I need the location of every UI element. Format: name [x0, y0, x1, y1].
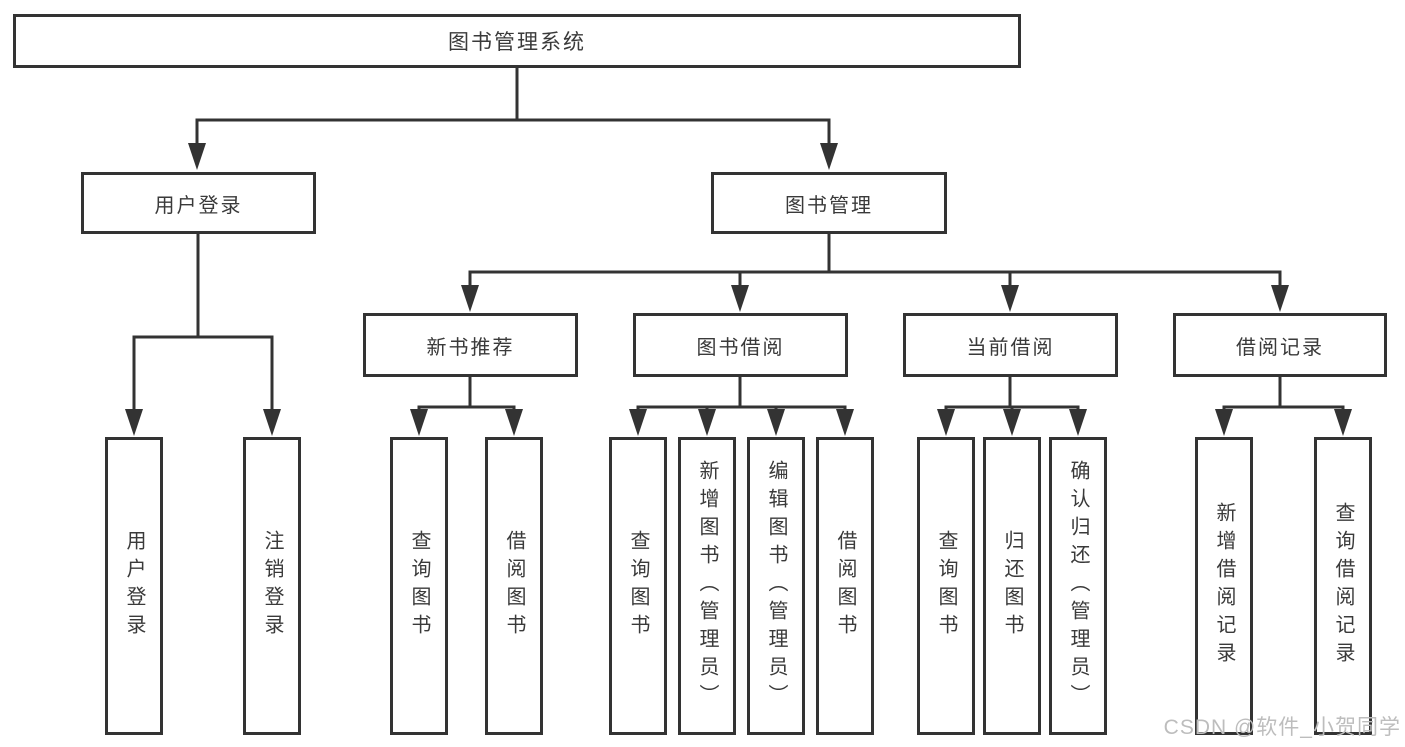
node-user-login-label: 用户登录: [154, 194, 243, 217]
leaf-borrow-borrow-book-label: 借阅图书: [834, 530, 856, 642]
leaf-rec-borrow-book-label: 借阅图书: [503, 530, 525, 642]
node-user-login: 用户登录: [81, 172, 316, 234]
leaf-query-borrow-record: 查询借阅记录: [1314, 437, 1372, 735]
leaf-user-login: 用户登录: [105, 437, 163, 735]
leaf-borrow-borrow-book: 借阅图书: [816, 437, 874, 735]
leaf-current-query-book: 查询图书: [917, 437, 975, 735]
leaf-rec-borrow-book: 借阅图书: [485, 437, 543, 735]
leaf-confirm-return-admin-label: 确认归还（管理员）: [1067, 460, 1089, 712]
node-current-borrowing: 当前借阅: [903, 313, 1118, 377]
node-book-borrowing: 图书借阅: [633, 313, 848, 377]
node-root: 图书管理系统: [13, 14, 1021, 68]
leaf-add-borrow-record: 新增借阅记录: [1195, 437, 1253, 735]
leaf-rec-query-book: 查询图书: [390, 437, 448, 735]
leaf-logout-label: 注销登录: [261, 530, 283, 642]
node-root-label: 图书管理系统: [448, 31, 586, 54]
node-book-management-label: 图书管理: [785, 194, 873, 217]
leaf-return-book: 归还图书: [983, 437, 1041, 735]
leaf-borrow-query-book: 查询图书: [609, 437, 667, 735]
node-book-management: 图书管理: [711, 172, 947, 234]
node-borrowing-records: 借阅记录: [1173, 313, 1387, 377]
leaf-current-query-book-label: 查询图书: [935, 530, 957, 642]
node-borrowing-records-label: 借阅记录: [1236, 336, 1324, 359]
leaf-add-borrow-record-label: 新增借阅记录: [1213, 502, 1235, 670]
leaf-edit-book-admin-label: 编辑图书（管理员）: [765, 460, 787, 712]
leaf-rec-query-book-label: 查询图书: [408, 530, 430, 642]
leaf-return-book-label: 归还图书: [1001, 530, 1023, 642]
node-new-book-recommendation: 新书推荐: [363, 313, 578, 377]
csdn-watermark: CSDN @软件_小贺同学: [1163, 716, 1401, 739]
node-book-borrowing-label: 图书借阅: [696, 336, 785, 359]
node-current-borrowing-label: 当前借阅: [966, 336, 1055, 359]
leaf-query-borrow-record-label: 查询借阅记录: [1332, 502, 1354, 670]
leaf-edit-book-admin: 编辑图书（管理员）: [747, 437, 805, 735]
leaf-logout: 注销登录: [243, 437, 301, 735]
node-new-book-recommendation-label: 新书推荐: [426, 336, 515, 359]
leaf-borrow-query-book-label: 查询图书: [627, 530, 649, 642]
leaf-add-book-admin-label: 新增图书（管理员）: [696, 460, 718, 712]
leaf-add-book-admin: 新增图书（管理员）: [678, 437, 736, 735]
leaf-user-login-label: 用户登录: [123, 530, 145, 642]
leaf-confirm-return-admin: 确认归还（管理员）: [1049, 437, 1107, 735]
